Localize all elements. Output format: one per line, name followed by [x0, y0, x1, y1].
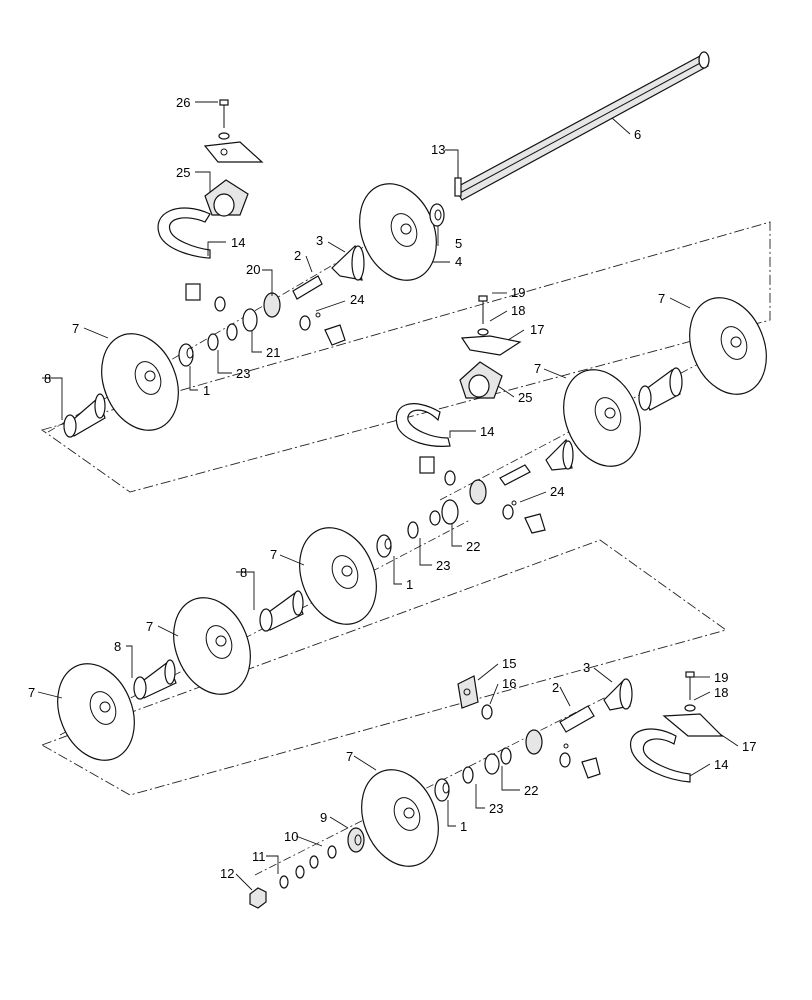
spool-cone-3-upper — [331, 244, 365, 281]
callout-25-upper: 25 — [176, 165, 190, 180]
callout-23-lower: 23 — [489, 801, 503, 816]
callout-7-lower: 7 — [346, 749, 353, 764]
bearing-1-upper — [178, 343, 194, 367]
callout-14-upper: 14 — [231, 235, 245, 250]
callout-7-far-right: 7 — [658, 291, 665, 306]
callout-7-middle-a: 7 — [270, 547, 277, 562]
callout-22-lower: 22 — [524, 783, 538, 798]
ring-23-lower — [462, 766, 474, 784]
nut-12 — [249, 887, 267, 909]
bracket-15 — [457, 675, 479, 709]
disc-7-middle-b — [173, 597, 251, 695]
callout-1-upper: 1 — [203, 383, 210, 398]
ring-16 — [481, 704, 493, 720]
callout-5: 5 — [455, 236, 462, 251]
spool-cone-3-lower — [603, 678, 633, 711]
bolt-26 — [218, 99, 230, 140]
callout-17-lower: 17 — [742, 739, 756, 754]
callout-7-middle-c: 7 — [28, 685, 35, 700]
callout-7-right: 7 — [534, 361, 541, 376]
callout-14-lower: 14 — [714, 757, 728, 772]
callout-23-middle: 23 — [436, 558, 450, 573]
disc-7-lower — [361, 769, 439, 867]
callout-9: 9 — [320, 810, 327, 825]
disc-7-right-b — [689, 297, 767, 395]
callout-8-middle-b: 8 — [114, 639, 121, 654]
hub-9 — [347, 827, 365, 853]
arm-14-lower — [629, 728, 691, 783]
washer-22-middle — [429, 499, 459, 526]
bolt-13 — [454, 160, 462, 197]
bolt-19-lower — [684, 671, 696, 712]
callout-24-upper: 24 — [350, 292, 364, 307]
bolt-19-right — [477, 295, 489, 336]
bearing-5 — [429, 203, 445, 227]
bearing-1-lower — [434, 778, 450, 802]
plate-17-lower — [662, 713, 724, 737]
callout-19-right: 19 — [511, 285, 525, 300]
cone-right-upper — [545, 438, 574, 471]
washers-10-11 — [279, 845, 337, 889]
callout-13: 13 — [431, 142, 445, 157]
spool-8-upper — [63, 393, 106, 438]
callout-10: 10 — [284, 829, 298, 844]
callout-3-lower: 3 — [583, 660, 590, 675]
callout-7-upper-left: 7 — [72, 321, 79, 336]
callout-26: 26 — [176, 95, 190, 110]
callout-22-middle: 22 — [466, 539, 480, 554]
collar-assembly-right — [419, 456, 546, 534]
washer-22-lower — [484, 753, 500, 775]
callout-25-right: 25 — [518, 390, 532, 405]
callout-15: 15 — [502, 656, 516, 671]
callout-16: 16 — [502, 676, 516, 691]
plate-upper-left — [203, 141, 264, 163]
group-outline-lower — [40, 539, 728, 796]
callout-18-lower: 18 — [714, 685, 728, 700]
callout-8-upper: 8 — [44, 371, 51, 386]
group-outline-upper — [40, 221, 771, 493]
disc-7-upper-left — [101, 333, 179, 431]
callout-1-middle: 1 — [406, 577, 413, 592]
spool-right-upper — [638, 367, 683, 411]
callout-21: 21 — [266, 345, 280, 360]
callout-2-lower: 2 — [552, 680, 559, 695]
ring-23-middle — [407, 521, 419, 539]
callout-labels: 26 25 14 20 2 3 13 6 5 4 24 21 7 8 1 23 … — [28, 95, 756, 881]
callout-12: 12 — [220, 866, 234, 881]
leader-lines — [37, 101, 739, 891]
callout-19-lower: 19 — [714, 670, 728, 685]
callout-24-right: 24 — [550, 484, 564, 499]
callout-8-middle-a: 8 — [240, 565, 247, 580]
callout-14-right: 14 — [480, 424, 494, 439]
callout-1-lower: 1 — [460, 819, 467, 834]
arm-14-right — [395, 403, 451, 447]
hex-shaft — [454, 51, 710, 201]
callout-23-upper: 23 — [236, 366, 250, 381]
collar-assembly-lower — [500, 729, 601, 779]
callout-7-middle-b: 7 — [146, 619, 153, 634]
bearing-housing-25-right — [459, 361, 503, 399]
callout-11: 11 — [252, 849, 266, 864]
callout-3-upper: 3 — [316, 233, 323, 248]
callout-6: 6 — [634, 127, 641, 142]
callout-2-upper: 2 — [294, 248, 301, 263]
callout-17-right: 17 — [530, 322, 544, 337]
spool-8-middle-b — [133, 659, 177, 700]
disc-7-right-a — [563, 369, 641, 467]
spacer-tube-2-lower — [559, 705, 595, 733]
plate-17-right — [460, 335, 522, 356]
bearing-1-middle — [376, 534, 392, 558]
ring-23-upper — [207, 333, 219, 351]
callout-20: 20 — [246, 262, 260, 277]
collar-assembly-upper-left — [185, 283, 346, 346]
bearing-housing-25-upper — [204, 179, 249, 217]
spacer-tube-2-upper — [292, 275, 323, 300]
disc-7-middle-c — [57, 663, 135, 761]
spool-8-middle-a — [259, 590, 304, 632]
callout-4: 4 — [455, 254, 462, 269]
disc-7-middle-a — [299, 527, 377, 625]
callout-18-right: 18 — [511, 303, 525, 318]
arm-14-upper — [157, 207, 211, 259]
